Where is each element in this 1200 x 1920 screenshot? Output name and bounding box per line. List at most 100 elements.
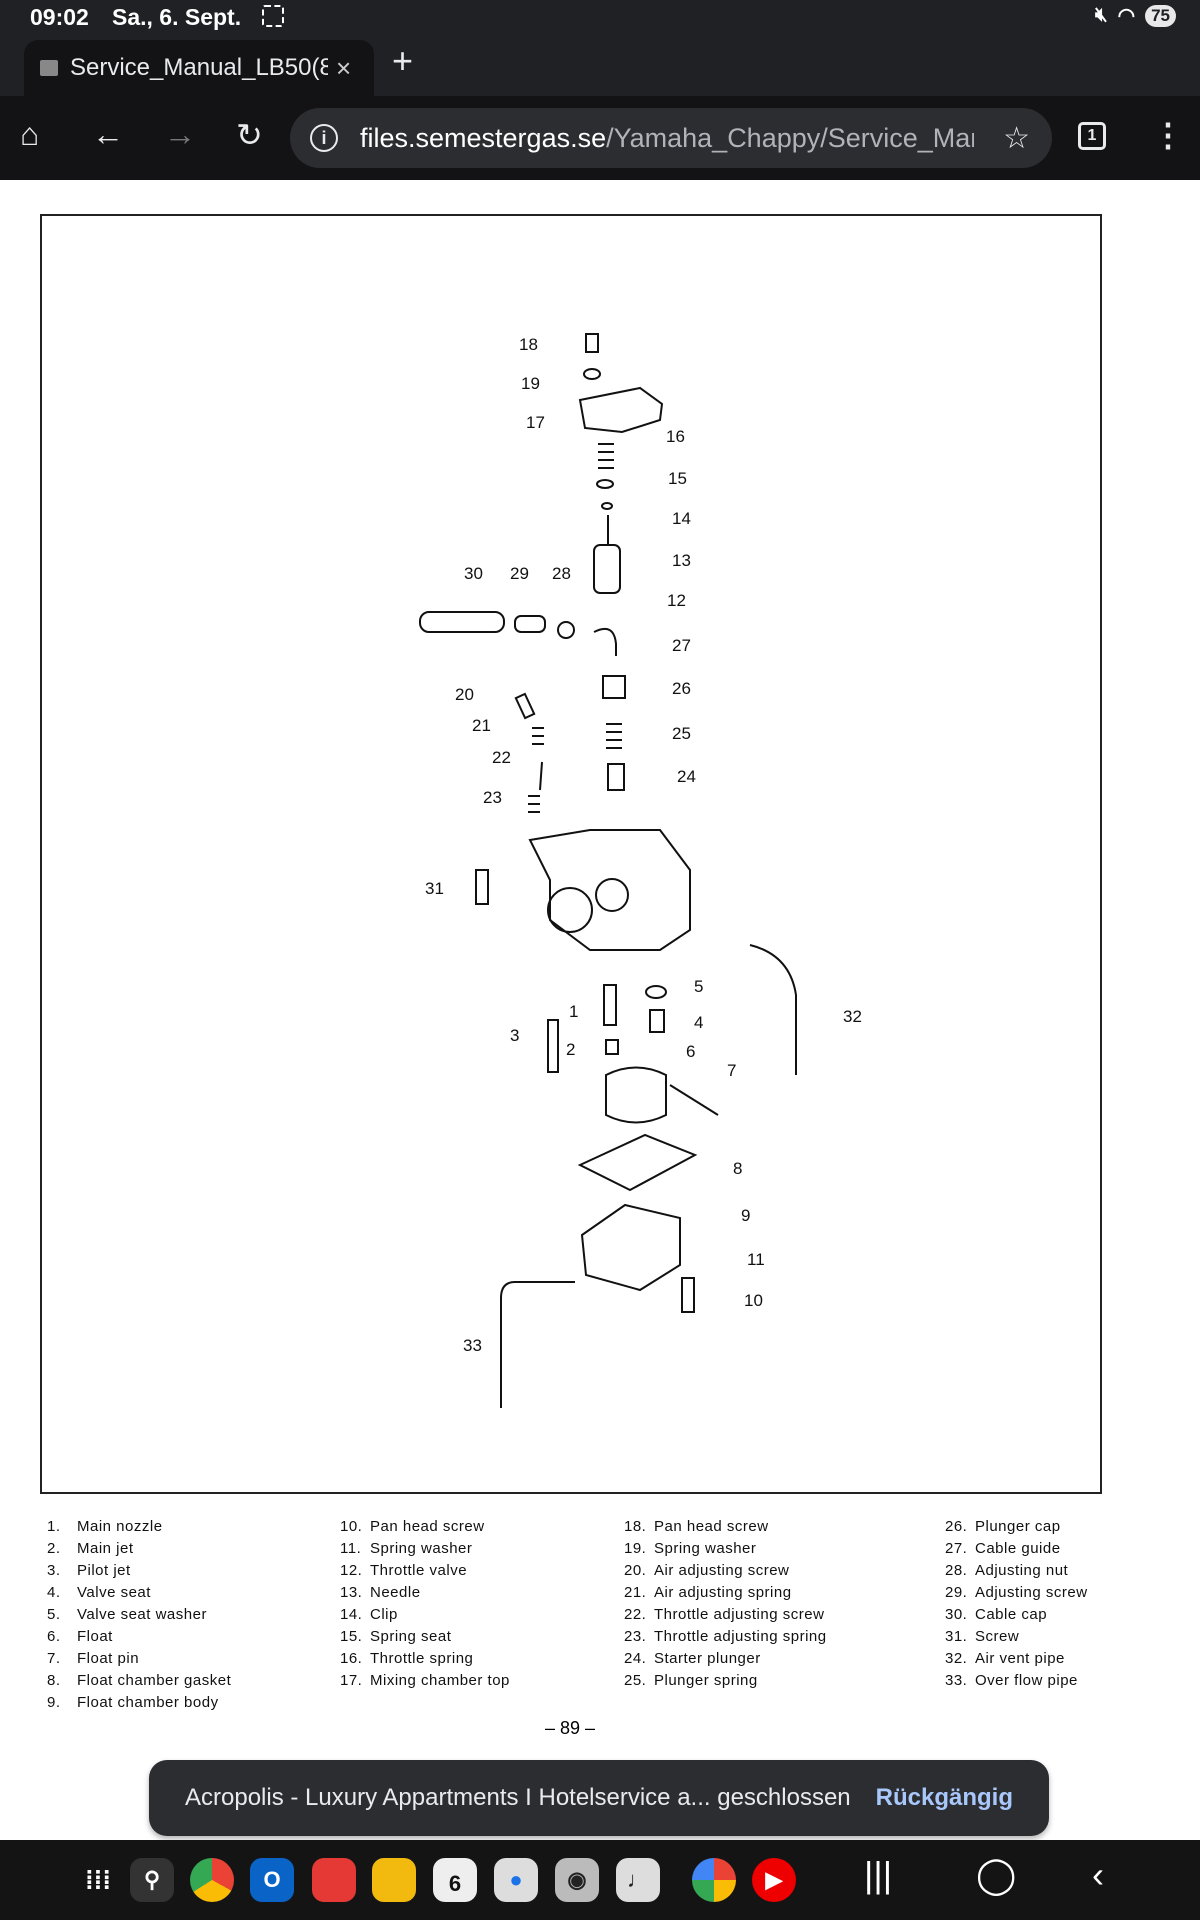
legend-label: Float chamber body: [77, 1694, 219, 1711]
legend-item: 13.Needle: [340, 1582, 510, 1604]
app-drawer-icon[interactable]: ⁞⁞⁞: [85, 1865, 111, 1895]
callout-20: 20: [455, 685, 474, 704]
home-button[interactable]: ◯: [976, 1854, 1017, 1895]
menu-icon[interactable]: ⋮: [1152, 117, 1184, 153]
part-float-pin: [669, 1084, 719, 1116]
callout-16: 16: [666, 427, 685, 446]
callout-18: 18: [519, 335, 538, 354]
tab-strip: Service_Manual_LB50(80 × +: [0, 34, 1200, 96]
scooter-app-icon[interactable]: ⚲: [130, 1858, 174, 1902]
legend-item: 18.Pan head screw: [624, 1516, 827, 1538]
reload-icon[interactable]: ↻: [236, 117, 263, 153]
callout-2: 2: [566, 1040, 575, 1059]
part-pilot-jet: [547, 1019, 559, 1073]
callout-17: 17: [526, 413, 545, 432]
legend-label: Float chamber gasket: [77, 1672, 232, 1689]
tab-switcher-button[interactable]: 1: [1078, 122, 1106, 150]
site-info-icon[interactable]: i: [310, 124, 338, 152]
callout-24: 24: [677, 767, 696, 786]
back-button[interactable]: ‹: [1092, 1854, 1104, 1895]
legend-label: Adjusting screw: [975, 1584, 1088, 1601]
legend-label: Plunger cap: [975, 1518, 1061, 1535]
part-float-chamber-body: [580, 1203, 681, 1292]
legend-number: 23.: [624, 1628, 647, 1645]
back-icon[interactable]: ←: [92, 116, 124, 152]
legend-label: Plunger spring: [654, 1672, 758, 1689]
legend-label: Valve seat: [77, 1584, 151, 1601]
legend-label: Pilot jet: [77, 1562, 131, 1579]
legend-item: 2. Main jet: [47, 1538, 231, 1560]
snackbar: Acropolis - Luxury Appartments I Hotelse…: [149, 1760, 1049, 1836]
callout-14: 14: [672, 509, 691, 528]
part-mixing-chamber-top: [578, 386, 664, 434]
part-cable-guide: [593, 628, 617, 656]
callout-10: 10: [744, 1291, 763, 1310]
forward-icon[interactable]: →: [164, 116, 196, 152]
legend-item: 16. Throttle spring: [340, 1648, 510, 1670]
legend-label: Over flow pipe: [975, 1672, 1078, 1689]
legend-item: 4.Valve seat: [47, 1582, 231, 1604]
photos-app-icon[interactable]: [692, 1858, 736, 1902]
part-throttle-adjusting-spring: [528, 795, 540, 813]
legend-number: 12.: [340, 1562, 363, 1579]
url-path: /Yamaha_Chappy/Service_Manu: [606, 122, 975, 153]
battery-indicator: 75: [1145, 4, 1176, 27]
close-tab-icon[interactable]: ×: [336, 52, 352, 83]
chrome-app-icon[interactable]: [190, 1858, 234, 1902]
calendar-app-icon[interactable]: 6: [433, 1858, 477, 1902]
callout-27: 27: [672, 636, 691, 655]
legend-number: 33.: [945, 1672, 968, 1689]
callout-12: 12: [667, 591, 686, 610]
callout-8: 8: [733, 1159, 742, 1178]
callout-28: 28: [552, 564, 571, 583]
app-pair-icon[interactable]: ♩: [616, 1858, 660, 1902]
callout-32: 32: [843, 1007, 862, 1026]
callout-6: 6: [686, 1042, 695, 1061]
legend-label: Throttle spring: [370, 1650, 474, 1667]
files-app-icon[interactable]: [372, 1858, 416, 1902]
outlook-app-icon[interactable]: O: [250, 1858, 294, 1902]
legend-label: Air adjusting screw: [654, 1562, 790, 1579]
part-air-vent-pipe: [749, 944, 797, 1075]
part-spring-washer-top: [583, 368, 601, 380]
legend-label: Float: [77, 1628, 113, 1645]
legend-number: 14.: [340, 1606, 363, 1623]
youtube-app-icon[interactable]: ▶: [752, 1858, 796, 1902]
tab-service-manual[interactable]: Service_Manual_LB50(80 ×: [24, 40, 374, 96]
notes-app-icon[interactable]: [312, 1858, 356, 1902]
callout-25: 25: [672, 724, 691, 743]
legend-number: 22.: [624, 1606, 647, 1623]
legend-number: 2.: [47, 1540, 61, 1557]
part-throttle-adjusting-screw: [539, 761, 543, 791]
part-starter-plunger: [607, 763, 625, 791]
part-cable-cap: [419, 611, 505, 633]
bookmark-star-icon[interactable]: ☆: [1003, 121, 1030, 155]
date: Sa., 6. Sept.: [112, 4, 242, 30]
legend-number: 10.: [340, 1518, 363, 1535]
undo-button[interactable]: Rückgängig: [875, 1784, 1013, 1811]
legend-number: 11.: [340, 1540, 362, 1557]
legend-number: 16.: [340, 1650, 363, 1667]
part-screw: [475, 869, 489, 905]
legend-item: 7.Float pin: [47, 1648, 231, 1670]
legend-label: Main nozzle: [77, 1518, 163, 1535]
legend-item: 10.Pan head screw: [340, 1516, 510, 1538]
part-carburetor-body: [528, 829, 691, 951]
part-float: [605, 1066, 667, 1124]
new-tab-button[interactable]: +: [392, 40, 414, 81]
taskbar: ⁞⁞⁞ ⚲ O 6 ● ◉ ♩ ▶ ||| ◯ ‹: [0, 1840, 1200, 1920]
messages-app-icon[interactable]: ●: [494, 1858, 538, 1902]
camera-app-icon[interactable]: ◉: [555, 1858, 599, 1902]
recents-button[interactable]: |||: [864, 1854, 893, 1895]
legend-number: 18.: [624, 1518, 647, 1535]
address-bar[interactable]: i files.semestergas.se /Yamaha_Chappy/Se…: [290, 108, 1052, 168]
home-icon[interactable]: ⌂: [20, 116, 40, 152]
legend-number: 6.: [47, 1628, 61, 1645]
legend-number: 30.: [945, 1606, 968, 1623]
legend-item: 9.Float chamber body: [47, 1692, 231, 1714]
legend-label: Main jet: [77, 1540, 134, 1557]
part-throttle-spring: [598, 443, 614, 469]
legend-number: 3.: [47, 1562, 61, 1579]
